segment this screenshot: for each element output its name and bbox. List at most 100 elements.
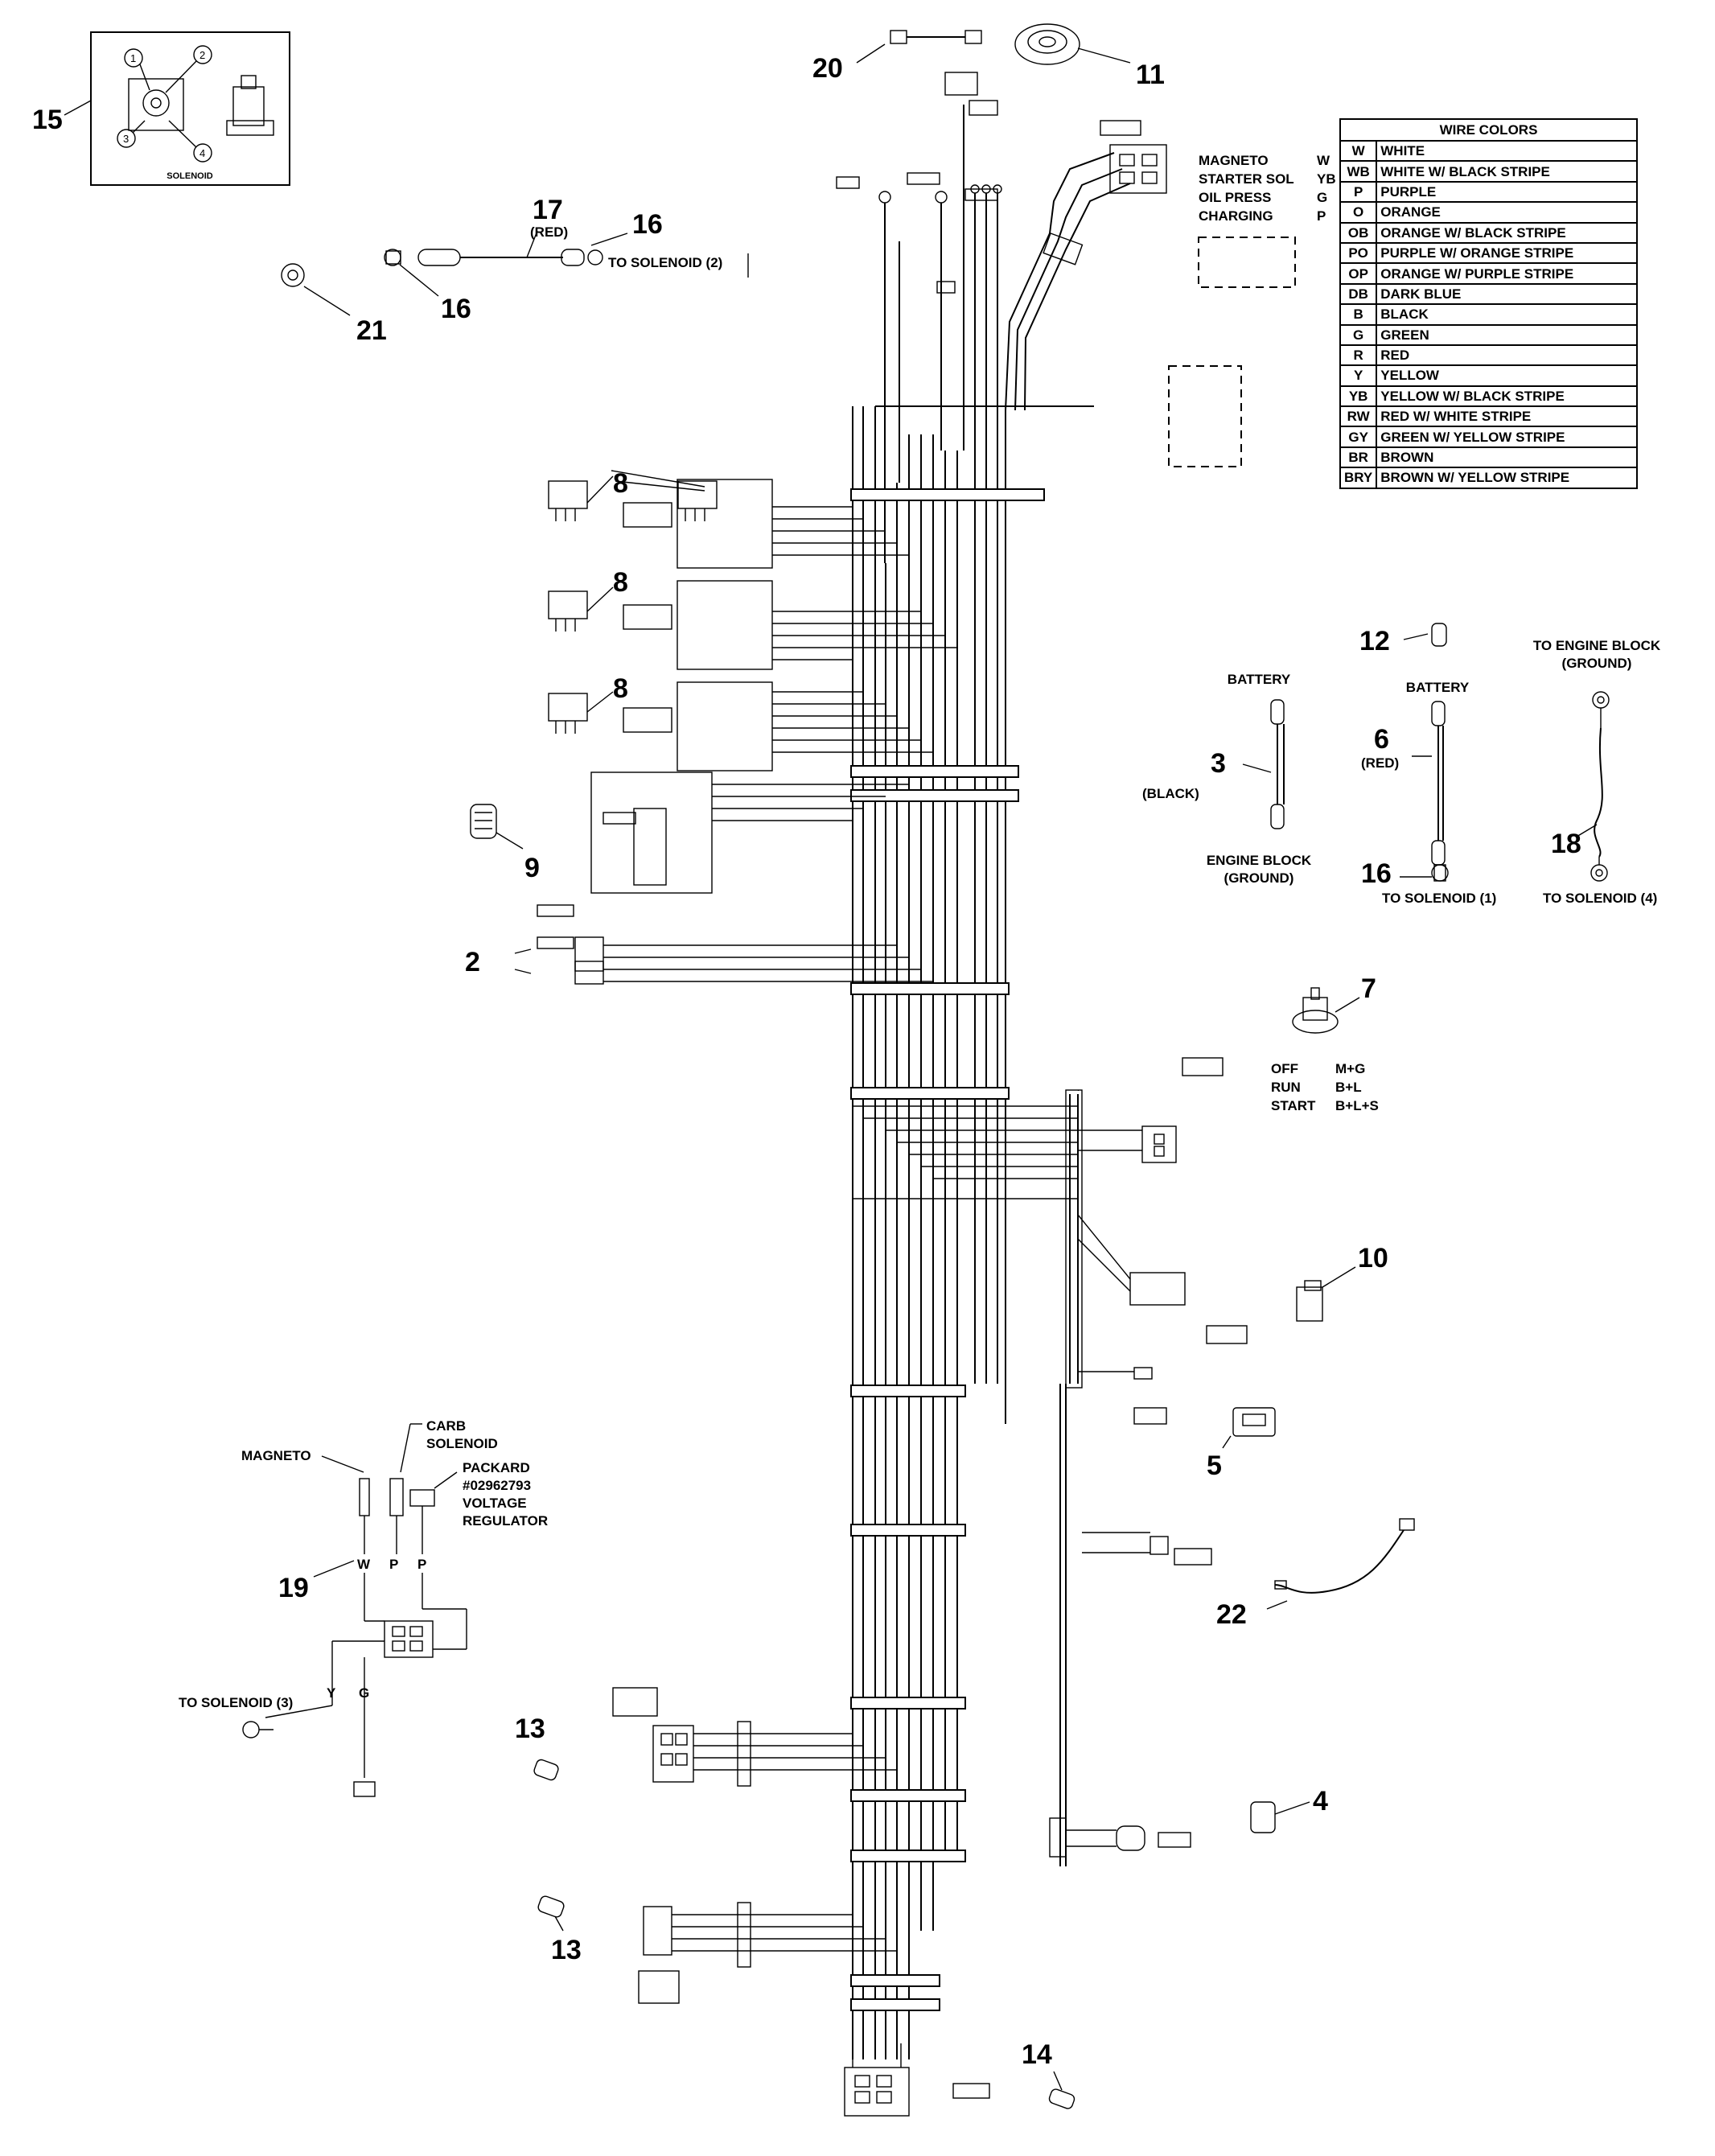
ign-run-label: RUN <box>1271 1080 1301 1095</box>
relay-wires <box>772 506 957 753</box>
wire-p2-label: P <box>417 1557 426 1572</box>
to-solenoid-1: TO SOLENOID (1) <box>1382 891 1496 906</box>
callout-22: 22 <box>1216 1599 1247 1630</box>
callout-9: 9 <box>524 853 540 883</box>
ground-cable-18: TO ENGINE BLOCK (GROUND) 18 TO SOLENOID … <box>1533 638 1661 906</box>
wire-color-code: B <box>1339 303 1378 326</box>
wire-color-code: OP <box>1339 262 1378 285</box>
ign-start-label: START <box>1271 1098 1316 1113</box>
carb-label: CARB <box>426 1418 466 1434</box>
battery-label-b: BATTERY <box>1406 680 1470 695</box>
wire-color-code: BRY <box>1339 467 1378 489</box>
wire-g-label: G <box>359 1685 369 1701</box>
pto-clutch-11: 11 <box>1014 23 1165 90</box>
svg-text:4: 4 <box>199 147 205 159</box>
callout-14: 14 <box>1022 2039 1052 2070</box>
wire-color-code: PO <box>1339 241 1378 265</box>
hour-meter-5: 5 <box>1207 1407 1276 1481</box>
battery-cable-6: 12 BATTERY 6 (RED) 16 TO SOLENOID (1) <box>1359 623 1496 906</box>
wire-color-code: R <box>1339 344 1378 367</box>
ign-off-label: OFF <box>1271 1061 1298 1076</box>
svg-text:3: 3 <box>123 133 129 145</box>
ignition-switch-7: 7 OFF M+G RUN B+L START B+L+S <box>1271 973 1379 1113</box>
to-engine-block-label: TO ENGINE BLOCK <box>1533 638 1661 653</box>
callout-5: 5 <box>1207 1450 1222 1481</box>
wire-color-name: GREEN W/ YELLOW STRIPE <box>1376 426 1638 448</box>
svg-text:2: 2 <box>199 49 205 61</box>
callout-8-top: 8 <box>613 468 628 499</box>
callout-18: 18 <box>1551 829 1581 859</box>
ground-label: (GROUND) <box>1224 870 1294 886</box>
wire-color-code: OB <box>1339 221 1378 244</box>
wire-color-name: RED W/ WHITE STRIPE <box>1376 405 1638 428</box>
battery-label-a: BATTERY <box>1228 672 1291 687</box>
callout-16-left: 16 <box>441 294 471 324</box>
main-trunk <box>850 406 1083 2059</box>
wire-color-code: P <box>1339 180 1378 204</box>
to-solenoid-3: TO SOLENOID (3) <box>179 1695 293 1710</box>
dashed-outline-1 <box>1198 237 1296 288</box>
wire-p1-label: P <box>389 1557 398 1572</box>
harness-top <box>836 72 1167 2059</box>
wire-color-name: ORANGE W/ PURPLE STRIPE <box>1376 262 1638 285</box>
callout-6-color: (RED) <box>1361 755 1399 771</box>
to-solenoid-4: TO SOLENOID (4) <box>1543 891 1657 906</box>
callout-8-middle: 8 <box>613 567 628 598</box>
callout-20: 20 <box>812 53 843 84</box>
wire-color-name: PURPLE <box>1376 180 1638 204</box>
wire-color-code: O <box>1339 201 1378 224</box>
wire-color-code: YB <box>1339 385 1378 408</box>
wire-color-name: RED <box>1376 344 1638 367</box>
solenoid-inset: 1 2 3 4 SOLENOID 15 <box>32 31 290 186</box>
magneto-legend: MAGNETO W STARTER SOL YB OIL PRESS G CHA… <box>1199 153 1336 224</box>
magneto-legend-code: W <box>1317 153 1330 168</box>
dashed-outline-2 <box>1168 365 1242 467</box>
charging-legend-code: P <box>1317 208 1326 224</box>
voltage-label: VOLTAGE <box>463 1496 527 1511</box>
magneto-label: MAGNETO <box>241 1448 311 1463</box>
starter-legend-code: YB <box>1317 171 1336 187</box>
pigtail-22: 22 <box>1082 1518 1415 1630</box>
callout-4: 4 <box>1313 1786 1328 1817</box>
callout-17-color: (RED) <box>530 224 568 240</box>
wire-color-name: ORANGE <box>1376 201 1638 224</box>
callout-17: 17 <box>533 195 563 225</box>
battery-cable-3: BATTERY 3 (BLACK) ENGINE BLOCK (GROUND) <box>1142 672 1312 886</box>
oil-press-legend-label: OIL PRESS <box>1199 190 1271 205</box>
callout-21: 21 <box>356 315 387 346</box>
regulator-area: MAGNETO CARB SOLENOID PACKARD #02962793 … <box>179 1418 548 1797</box>
wire-color-name: DARK BLUE <box>1376 282 1638 306</box>
switch-10: 10 <box>1296 1243 1388 1322</box>
ground-label-2: (GROUND) <box>1562 656 1632 671</box>
charging-legend-label: CHARGING <box>1199 208 1273 224</box>
wire-color-code: W <box>1339 139 1378 163</box>
relay-1: 8 <box>611 468 718 521</box>
ign-run-value: B+L <box>1335 1080 1362 1095</box>
wire-y-label: Y <box>327 1685 336 1701</box>
callout-3-color: (BLACK) <box>1142 786 1199 801</box>
wire-color-code: DB <box>1339 282 1378 306</box>
oil-press-legend-code: G <box>1317 190 1327 205</box>
callout-13-upper: 13 <box>515 1714 545 1744</box>
relay-1-body <box>548 480 588 509</box>
wire-w-label: W <box>357 1557 371 1572</box>
relay-group: 8 8 8 <box>548 468 773 771</box>
connector-9: 9 <box>470 771 909 894</box>
fuse-lead-20: 20 <box>812 30 982 84</box>
packard-number: #02962793 <box>463 1478 531 1493</box>
callout-3: 3 <box>1211 748 1226 779</box>
callout-16-lower: 16 <box>1361 858 1392 889</box>
ign-start-value: B+L+S <box>1335 1098 1379 1113</box>
